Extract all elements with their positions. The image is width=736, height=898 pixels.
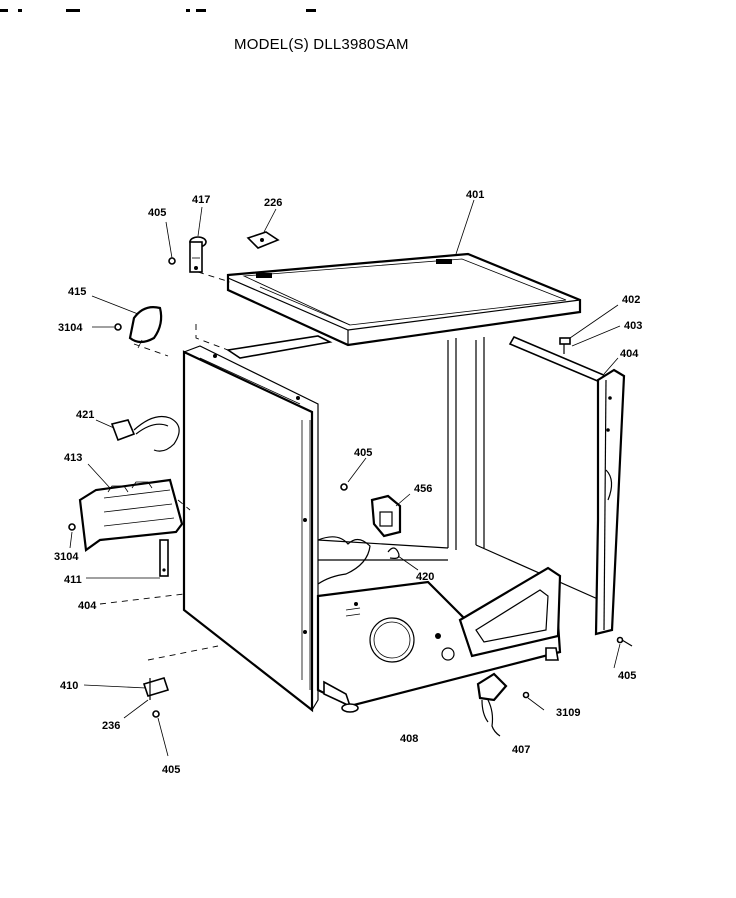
- label-401: 401: [466, 189, 484, 201]
- top-panel-401: [226, 252, 582, 347]
- part-421-power-cord: [110, 415, 180, 452]
- part-420-clip: [387, 547, 400, 559]
- label-405-right: 405: [618, 670, 636, 682]
- leader-lines: [69, 199, 621, 757]
- label-421: 421: [76, 409, 94, 421]
- label-226: 226: [264, 197, 282, 209]
- label-407: 407: [512, 744, 530, 756]
- label-3109: 3109: [556, 707, 580, 719]
- scan-top-marks: [0, 9, 316, 12]
- part-411-strip: [159, 539, 169, 577]
- label-402: 402: [622, 294, 640, 306]
- label-417: 417: [192, 194, 210, 206]
- label-404-left: 404: [78, 600, 97, 612]
- label-3104-lower: 3104: [54, 551, 79, 563]
- assembly-lines: [99, 271, 231, 661]
- part-415-cover: [128, 306, 163, 349]
- part-417-bracket: [189, 236, 207, 273]
- part-456-bracket: [370, 494, 402, 538]
- bulkhead-outline: [317, 536, 371, 585]
- label-236: 236: [102, 720, 120, 732]
- duct-bracket: [458, 566, 562, 658]
- label-405-bottom: 405: [162, 764, 180, 776]
- label-404-right: 404: [620, 348, 639, 360]
- top-rail-right: [508, 335, 608, 383]
- part-410-leveler: [142, 677, 170, 700]
- label-420: 420: [416, 571, 434, 583]
- label-456: 456: [414, 483, 432, 495]
- part-226-clip: [246, 231, 280, 249]
- label-410: 410: [60, 680, 78, 692]
- label-415: 415: [68, 286, 86, 298]
- scan-top-edge: [0, 0, 736, 12]
- screws: [68, 257, 633, 718]
- label-403: 403: [624, 320, 642, 332]
- label-408: 408: [400, 733, 418, 745]
- part-413-panel: [78, 478, 184, 552]
- label-413: 413: [64, 452, 82, 464]
- model-title: MODEL(S) DLL3980SAM: [234, 36, 409, 53]
- label-411: 411: [64, 574, 82, 586]
- top-rail-left: [225, 335, 333, 359]
- part-407-control: [476, 672, 508, 737]
- label-405-top-left: 405: [148, 207, 166, 219]
- right-side-panel-404: [594, 368, 626, 636]
- cabinet-rear-frame: [317, 337, 601, 601]
- left-side-panel-404: [182, 345, 319, 713]
- label-3104-upper: 3104: [58, 322, 83, 334]
- label-405-center: 405: [354, 447, 372, 459]
- part-labels: 405 417 226 401 415 3104 402 403 404 421…: [54, 189, 642, 776]
